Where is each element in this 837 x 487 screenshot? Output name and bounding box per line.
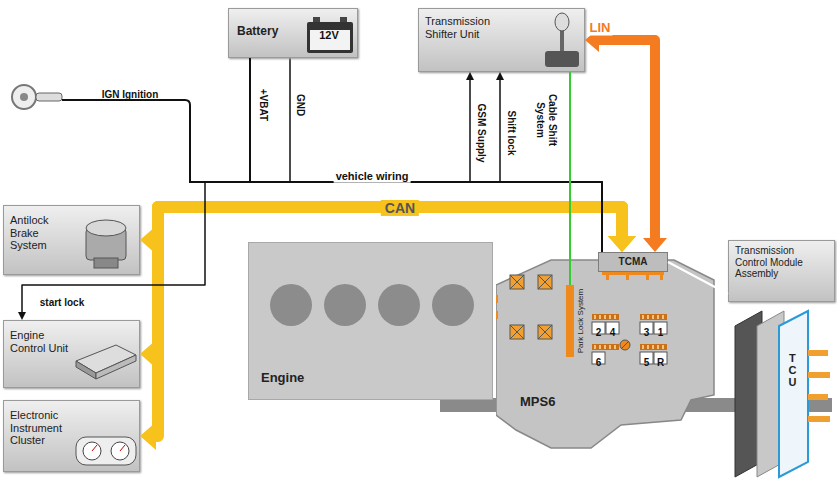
signal-wire bbox=[466, 72, 602, 252]
ignition-key bbox=[12, 85, 62, 109]
node-text: MPS6 bbox=[520, 395, 580, 410]
gear-number: 6 bbox=[596, 357, 602, 369]
lin-bus bbox=[585, 28, 667, 252]
tcma-box: TCMA bbox=[598, 252, 668, 272]
pin-name: +VBAT bbox=[257, 89, 269, 121]
gear-number: 2 bbox=[596, 327, 602, 339]
node-text: Electronic Instrument Cluster bbox=[10, 409, 72, 447]
node-text: Battery bbox=[237, 25, 303, 39]
gear-number: R bbox=[657, 357, 664, 369]
edge-label: vehicle wiring bbox=[334, 170, 411, 183]
signal-wire bbox=[496, 72, 602, 252]
edge-label: Shift lock bbox=[505, 110, 517, 155]
node-text: TCU bbox=[788, 352, 797, 388]
signal-wire-line bbox=[500, 79, 602, 252]
node-text: Engine Control Unit bbox=[10, 329, 72, 354]
node-text: TCMA bbox=[599, 253, 667, 271]
edge-label: start lock bbox=[38, 297, 86, 309]
gear-number: 4 bbox=[610, 327, 616, 339]
node-text: Antilock Brake System bbox=[10, 214, 72, 252]
gear-number: 3 bbox=[644, 327, 650, 339]
gearbox: MPS6 TCMA Park Lock System bbox=[496, 245, 716, 450]
arrowhead bbox=[608, 236, 636, 252]
arrowhead bbox=[496, 72, 504, 80]
arrowhead bbox=[608, 236, 636, 252]
module-box: Antilock Brake System bbox=[3, 205, 140, 275]
edge-label: LIN bbox=[588, 21, 613, 36]
pin-name: GND bbox=[294, 94, 306, 116]
battery-voltage: 12V bbox=[319, 29, 339, 42]
module-box: Transmission Shifter Unit bbox=[418, 8, 585, 72]
ground-wire bbox=[289, 58, 291, 182]
module-box: Engine Control Unit bbox=[3, 320, 140, 388]
engine-block: Engine bbox=[248, 242, 493, 400]
edge-label: Cable Shift System bbox=[535, 88, 558, 152]
park-lock: Park Lock System bbox=[566, 285, 588, 357]
node-text: Engine bbox=[261, 371, 492, 386]
ignition-wire bbox=[62, 100, 250, 182]
tcu-label-box: TCU bbox=[788, 352, 802, 412]
arrowhead bbox=[18, 312, 26, 320]
arrowhead bbox=[608, 236, 636, 252]
edge-label: CAN bbox=[381, 200, 419, 216]
module-box: Transmission Control Module Assembly bbox=[728, 240, 835, 302]
tcu-plates bbox=[735, 311, 830, 477]
module-box: Electronic Instrument Cluster bbox=[3, 400, 140, 472]
cable-shift-line bbox=[569, 72, 571, 285]
node-text: Park Lock System bbox=[574, 285, 588, 357]
node-text: Transmission Shifter Unit bbox=[425, 15, 491, 40]
vehicle-wire-line bbox=[250, 58, 602, 252]
signal-name: IGN Ignition bbox=[102, 89, 159, 101]
node-text: Transmission Control Module Assembly bbox=[735, 245, 825, 280]
gearbox-housing bbox=[496, 245, 716, 450]
gear-number: 5 bbox=[644, 357, 650, 369]
edge-label: GSM Supply bbox=[475, 104, 487, 163]
arrowhead bbox=[643, 238, 667, 252]
vehicle-wire bbox=[250, 58, 602, 252]
signal-wire-line bbox=[470, 79, 602, 252]
gear-number: 1 bbox=[658, 327, 664, 339]
cable-shift bbox=[570, 72, 571, 285]
lin-bus-line bbox=[598, 40, 655, 239]
arrowhead bbox=[466, 72, 474, 80]
